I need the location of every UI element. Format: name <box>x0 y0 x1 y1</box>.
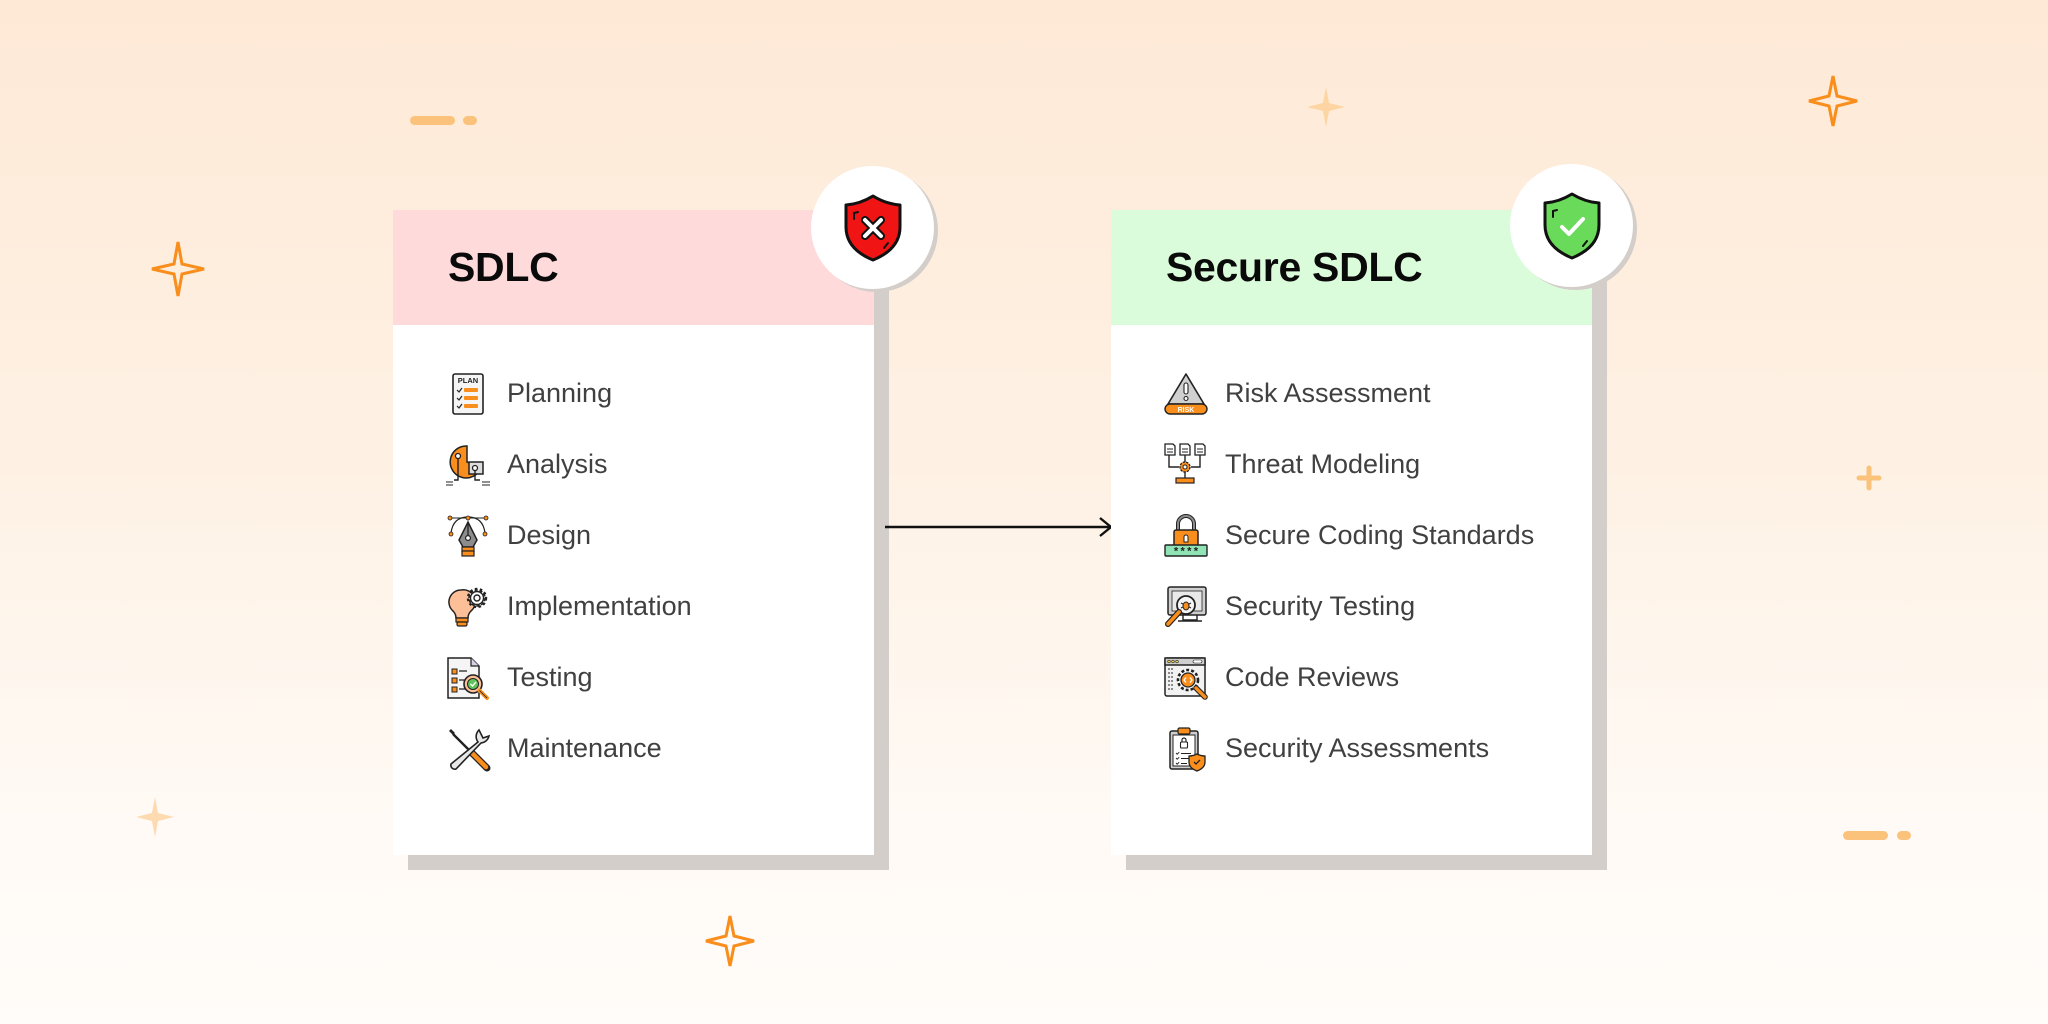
list-item: Security Testing <box>1163 571 1592 642</box>
list-item: RISK Risk Assessment <box>1163 358 1592 429</box>
threat-model-flow-icon <box>1163 442 1209 488</box>
item-label: Planning <box>507 378 613 408</box>
monitor-bug-search-icon <box>1163 584 1209 630</box>
wrench-screwdriver-icon <box>445 726 491 772</box>
shield-x-icon <box>844 194 901 261</box>
svg-text:****: **** <box>1173 547 1199 559</box>
arrow-right-icon <box>885 517 1113 537</box>
secure-sdlc-badge <box>1510 164 1633 287</box>
list-item: Security Assessments <box>1163 713 1592 784</box>
item-label: Threat Modeling <box>1225 449 1421 479</box>
sparkle-filled-icon <box>1307 87 1345 127</box>
item-label: Security Assessments <box>1225 733 1490 763</box>
document-magnifier-icon <box>445 655 491 701</box>
decorative-dash <box>463 116 477 125</box>
list-item: Implementation <box>445 571 874 642</box>
sparkle-outline-icon <box>151 241 205 297</box>
svg-text:RISK: RISK <box>1178 407 1195 414</box>
sdlc-title: SDLC <box>448 244 559 290</box>
sparkle-outline-icon <box>705 915 755 967</box>
pen-tool-icon <box>445 513 491 559</box>
list-item: Testing <box>445 642 874 713</box>
item-label: Implementation <box>507 591 692 621</box>
list-item: Code Reviews <box>1163 642 1592 713</box>
padlock-password-icon: **** <box>1163 513 1209 559</box>
sdlc-card-header: SDLC <box>393 210 874 325</box>
item-label: Secure Coding Standards <box>1225 520 1535 550</box>
decorative-dash <box>410 116 455 125</box>
item-label: Analysis <box>507 449 608 479</box>
lightbulb-gear-icon <box>445 584 491 630</box>
list-item: **** Secure Coding Standards <box>1163 500 1592 571</box>
item-label: Code Reviews <box>1225 662 1400 692</box>
secure-sdlc-item-list: RISK Risk Assessment Threat Modeling <box>1163 358 1592 784</box>
sdlc-item-list: PLAN Planning Analysis <box>445 358 874 784</box>
risk-warning-icon: RISK <box>1163 371 1209 417</box>
secure-sdlc-card: Secure SDLC RISK Risk Assessment <box>1111 210 1592 855</box>
item-label: Design <box>507 520 592 550</box>
list-item: Analysis <box>445 429 874 500</box>
list-item: Design <box>445 500 874 571</box>
sdlc-card: SDLC PLAN Planning <box>393 210 874 855</box>
plus-icon <box>1856 465 1882 491</box>
item-label: Testing <box>507 662 593 692</box>
sdlc-badge <box>811 166 934 289</box>
plan-checklist-icon: PLAN <box>445 371 491 417</box>
decorative-dash <box>1897 831 1911 840</box>
item-label: Risk Assessment <box>1225 378 1431 408</box>
list-item: Maintenance <box>445 713 874 784</box>
list-item: PLAN Planning <box>445 358 874 429</box>
secure-sdlc-title: Secure SDLC <box>1166 244 1423 290</box>
analysis-chart-icon <box>445 442 491 488</box>
item-label: Maintenance <box>507 733 662 763</box>
browser-code-gear-icon <box>1163 655 1209 701</box>
sparkle-filled-icon <box>136 797 174 837</box>
shield-check-icon <box>1543 192 1600 259</box>
clipboard-lock-shield-icon <box>1163 726 1209 772</box>
list-item: Threat Modeling <box>1163 429 1592 500</box>
decorative-dash <box>1843 831 1888 840</box>
svg-text:PLAN: PLAN <box>458 376 478 385</box>
item-label: Security Testing <box>1225 591 1416 621</box>
sparkle-outline-icon <box>1808 75 1858 127</box>
